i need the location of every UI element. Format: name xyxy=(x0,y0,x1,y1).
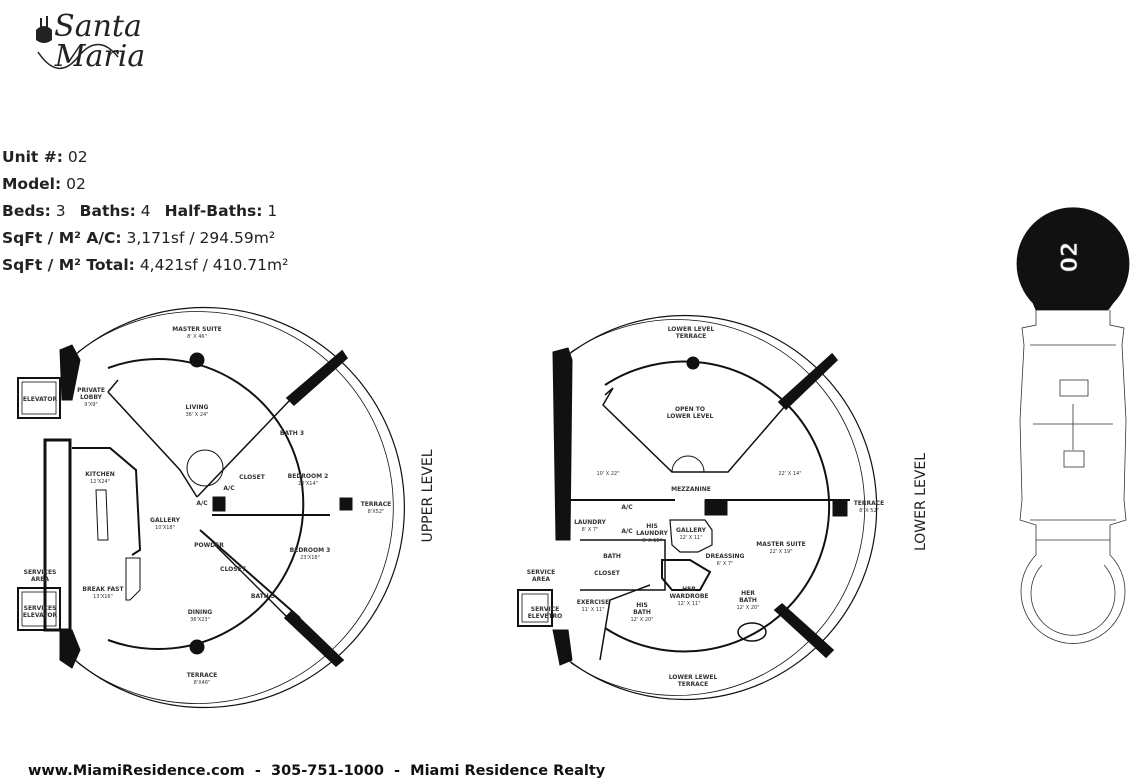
room-label: PRIVATE xyxy=(77,387,105,394)
room-label: TERRACE xyxy=(361,501,392,508)
room-dimension: 23'X18" xyxy=(300,555,320,561)
room-dimension: 22' X 14" xyxy=(778,471,801,477)
room-label: LOWER LEVEL xyxy=(668,326,715,333)
santa-maria-logo: Santa Maria xyxy=(36,9,145,74)
lower-level-label: LOWER LEVEL xyxy=(913,453,929,551)
room-dimension: 36' X 24" xyxy=(185,412,208,418)
room-label: ELEVATOR xyxy=(23,396,58,403)
lower-level-plan xyxy=(517,314,878,701)
room-label: HER xyxy=(682,586,696,593)
room-label: TERRACE xyxy=(187,672,218,679)
room-label: BREAK FAST xyxy=(82,586,124,593)
upper-level-label: UPPER LEVEL xyxy=(420,449,436,542)
unit-number-row: Unit #: 02 xyxy=(2,148,88,166)
room-label: HIS xyxy=(646,523,658,530)
room-label: MASTER SUITE xyxy=(756,541,805,548)
room-label: HER xyxy=(741,590,755,597)
unit-number-highlight: 02 xyxy=(1058,242,1083,273)
room-label: MEZZANINE xyxy=(671,486,711,493)
room-label: TERRACE xyxy=(678,681,709,688)
room-label: TERRACE xyxy=(676,333,707,340)
room-label: ELEVETRO xyxy=(528,613,563,620)
room-label: AREA xyxy=(532,576,550,583)
website-link[interactable]: www.MiamiResidence.com xyxy=(28,763,245,779)
room-dimension: 12' X 11" xyxy=(679,535,702,541)
company-name: Miami Residence Realty xyxy=(410,763,606,779)
room-label: TERRACE xyxy=(854,500,885,507)
room-dimension: 20'X14" xyxy=(298,481,318,487)
room-label: CLOSET xyxy=(594,570,621,577)
model-row: Model: 02 xyxy=(2,175,86,193)
footer-contact: www.MiamiResidence.com - 305-751-1000 - … xyxy=(28,763,606,779)
room-label: BATH xyxy=(739,597,757,604)
room-dimension: 13'X16" xyxy=(93,594,113,600)
room-label: LOBBY xyxy=(80,394,103,401)
room-label: BEDROOM 2 xyxy=(288,473,329,480)
upper-level-plan xyxy=(17,306,405,709)
room-label: CLOSET xyxy=(220,566,247,573)
room-label: AREA xyxy=(31,576,49,583)
room-dimension: 8'X52" xyxy=(368,509,385,515)
room-label: CLOSET xyxy=(239,474,266,481)
room-label: BATH 3 xyxy=(251,593,275,600)
room-dimension: 8' X 7" xyxy=(582,527,599,533)
room-label: A/C xyxy=(621,504,633,511)
room-dimension: 9'X9" xyxy=(84,402,97,408)
room-label: GALLERY xyxy=(676,527,707,534)
room-label: BATH xyxy=(633,609,651,616)
phone-number[interactable]: 305-751-1000 xyxy=(271,763,384,779)
room-dimension: 11' X 11" xyxy=(581,607,604,613)
room-label: LIVING xyxy=(186,404,209,411)
room-dimension: 8' X 52" xyxy=(859,508,879,514)
room-label: LOWER LEWEL xyxy=(669,674,718,681)
room-label: SERVICES xyxy=(24,605,57,612)
room-label: BATH xyxy=(603,553,621,560)
room-dimension: 6' X 7" xyxy=(717,561,734,567)
room-label: ELEVATOR xyxy=(23,612,58,619)
upper-level-labels: MASTER SUITE 8' X 46" PRIVATE LOBBY 9'X9… xyxy=(23,326,436,686)
room-label: KITCHEN xyxy=(85,471,115,478)
room-dimension: 36'X23" xyxy=(190,617,210,623)
room-label: LAUNDRY xyxy=(574,519,606,526)
room-label: SERVICES xyxy=(24,569,57,576)
room-dimension: 8' X 46" xyxy=(187,334,207,340)
room-label: MASTER SUITE xyxy=(172,326,221,333)
room-label: A/C xyxy=(223,485,235,492)
room-label: LOWER LEVEL xyxy=(667,413,714,420)
room-label: WARDROBE xyxy=(670,593,709,600)
room-label: DREASSING xyxy=(706,553,745,560)
room-label: LAUNDRY xyxy=(636,530,668,537)
room-label: SERVICE xyxy=(531,606,559,613)
room-dimension: 12' X 11" xyxy=(677,601,700,607)
room-label: DINING xyxy=(188,609,212,616)
room-label: SERVICE xyxy=(527,569,555,576)
lower-level-labels: LOWER LEVEL TERRACE OPEN TO LOWER LEVEL … xyxy=(527,326,929,688)
room-label: A/C xyxy=(621,528,633,535)
room-dimension: 10' X 22" xyxy=(596,471,619,477)
svg-text:Santa: Santa xyxy=(54,9,142,44)
room-label: OPEN TO xyxy=(675,406,705,413)
building-key-plan: 02 xyxy=(1016,207,1130,644)
room-dimension: 10'X18" xyxy=(155,525,175,531)
room-dimension: 12' X 20" xyxy=(630,617,653,623)
room-label: POWDER xyxy=(194,542,224,549)
room-label: EXERCISE xyxy=(577,599,610,606)
room-dimension: 12'X24" xyxy=(90,479,110,485)
room-label: HIS xyxy=(636,602,648,609)
total-area-row: SqFt / M² Total: 4,421sf / 410.71m² xyxy=(2,256,289,274)
ac-area-row: SqFt / M² A/C: 3,171sf / 294.59m² xyxy=(2,229,276,247)
room-dimension: 12' X 20" xyxy=(736,605,759,611)
room-label: A/C xyxy=(196,500,208,507)
room-label: BEDROOM 3 xyxy=(290,547,331,554)
room-label: BATH 3 xyxy=(280,430,304,437)
room-label: GALLERY xyxy=(150,517,181,524)
room-dimension: 6' X 15" xyxy=(642,538,662,544)
room-dimension: 22' X 19" xyxy=(769,549,792,555)
room-dimension: 8'X46" xyxy=(194,680,211,686)
